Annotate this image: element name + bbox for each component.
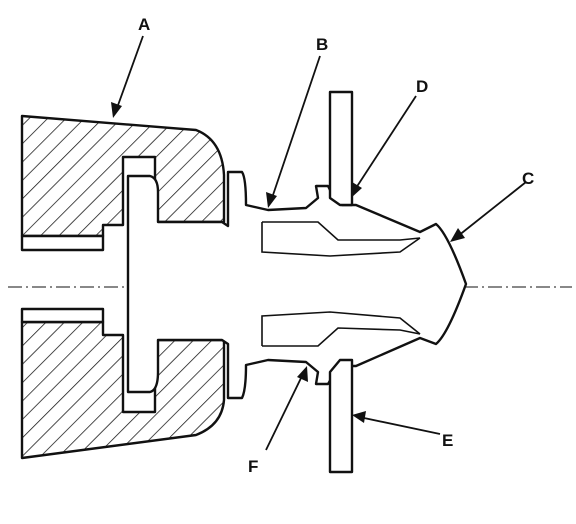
label-F: F [248, 457, 258, 476]
clip-inner-upper-line-2 [262, 221, 421, 241]
leader-E [352, 411, 441, 435]
leader-B [266, 55, 321, 208]
panel-upper [328, 90, 354, 207]
label-A: A [138, 15, 150, 34]
clip-inner-lower-line-2 [262, 327, 421, 347]
clip-inner-lower-line [261, 311, 421, 346]
panel-lower [328, 358, 354, 474]
label-E: E [442, 431, 453, 450]
clip-body [126, 170, 468, 400]
label-D: D [416, 77, 428, 96]
leader-A [111, 35, 144, 118]
housing-upper-section [20, 114, 226, 238]
clip-inner-upper-line [261, 222, 421, 257]
leader-C [450, 181, 527, 242]
housing-bore-upper [20, 234, 105, 252]
leader-F [265, 366, 308, 451]
housing-bore-lower [20, 307, 105, 324]
label-C: C [522, 169, 534, 188]
label-B: B [316, 35, 328, 54]
housing-lower-section [20, 320, 226, 460]
leader-D [351, 95, 417, 198]
